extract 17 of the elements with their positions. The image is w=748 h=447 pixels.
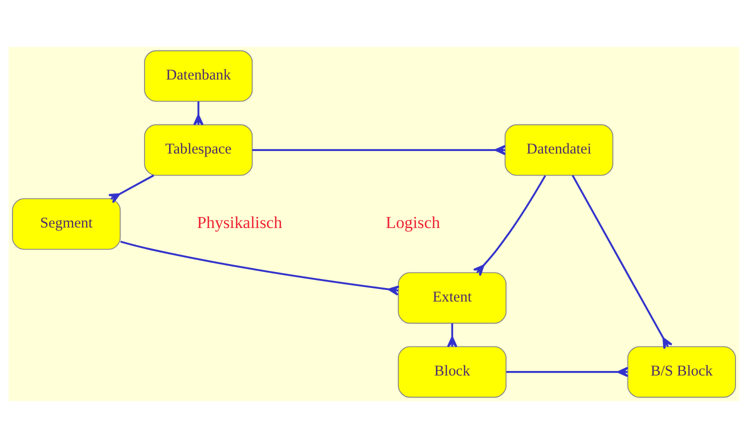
connector <box>447 322 458 348</box>
connector <box>572 174 673 350</box>
node-box: B/S Block <box>627 346 736 398</box>
connector <box>252 144 506 155</box>
node-box: Tablespace <box>144 124 253 176</box>
node-box: Extent <box>398 272 507 324</box>
label: Logisch <box>386 212 440 232</box>
connector <box>120 240 400 296</box>
label: Physikalisch <box>197 212 282 232</box>
connector <box>108 174 154 203</box>
node-box: Segment <box>12 198 121 250</box>
connector <box>472 174 546 276</box>
connector <box>506 366 628 377</box>
node-box: Block <box>398 346 507 398</box>
node-box: Datendatei <box>504 124 614 176</box>
node-box: Datenbank <box>144 50 253 102</box>
connector <box>193 100 204 126</box>
